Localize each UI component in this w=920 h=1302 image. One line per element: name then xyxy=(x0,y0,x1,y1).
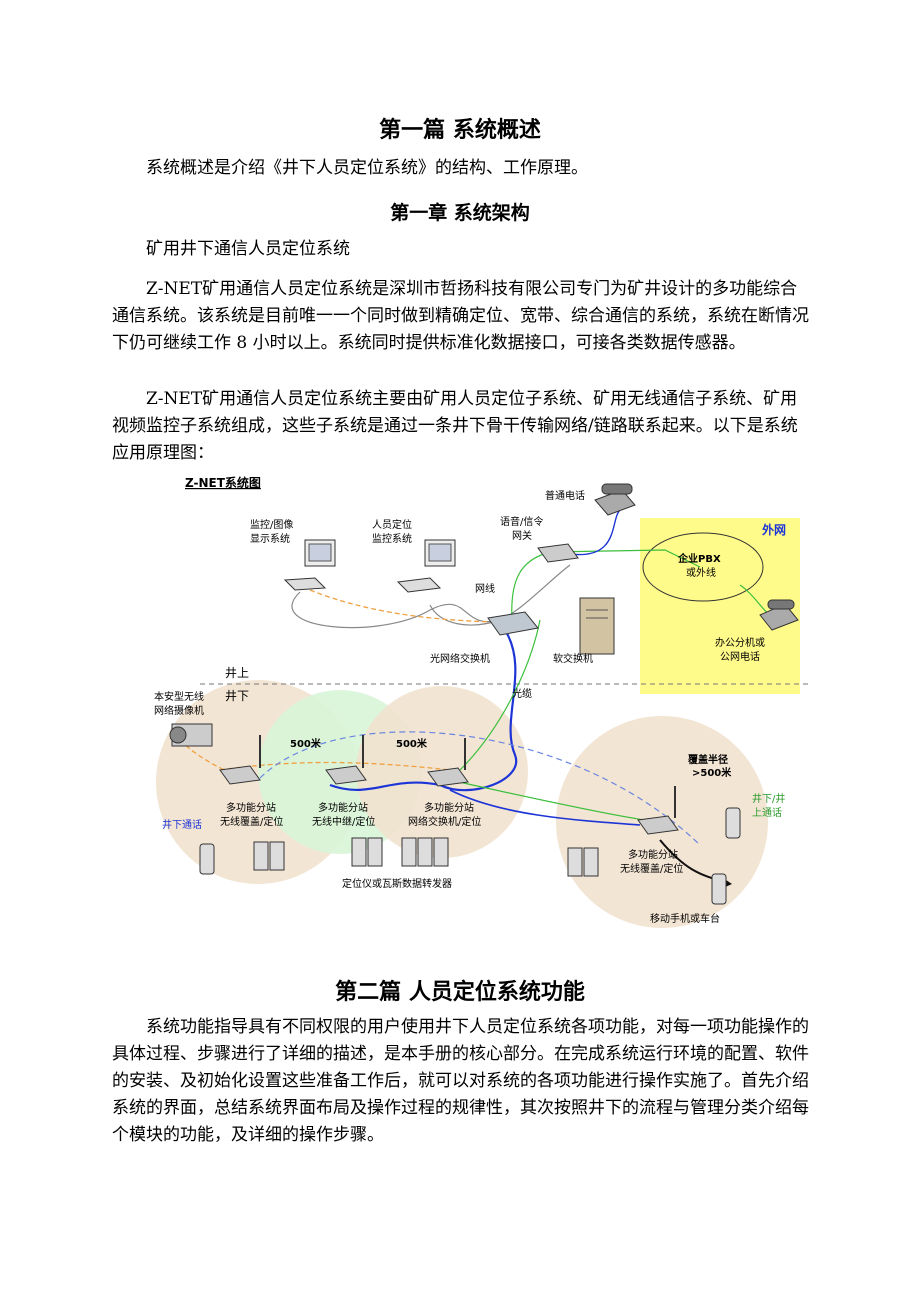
label-locators: 定位仪或瓦斯数据转发器 xyxy=(342,877,452,890)
label-external-net: 外网 xyxy=(762,522,786,537)
locator-devices-icon xyxy=(253,837,599,877)
fiber-cable-right xyxy=(449,789,641,826)
station-3-icon xyxy=(427,738,469,787)
label-fiber: 光缆 xyxy=(512,687,532,700)
label-phone: 普通电话 xyxy=(545,489,585,502)
label-office-phone-1: 办公分机或 xyxy=(715,636,765,649)
label-up-down-call-2: 上通话 xyxy=(752,807,782,819)
personnel-computer-icon xyxy=(396,539,456,593)
label-above-ground: 井上 xyxy=(225,666,249,680)
label-underground-call: 井下通话 xyxy=(162,818,202,831)
label-camera-1: 本安型无线 xyxy=(154,690,204,703)
label-station-2-a: 多功能分站 xyxy=(318,801,368,814)
station-2-icon xyxy=(325,735,367,785)
office-phone-icon xyxy=(759,599,799,631)
label-office-phone-2: 公网电话 xyxy=(720,650,760,663)
znet-system-diagram: Z-NET系统图 监控/图像 显示系统 人员定位 监控系统 普通电话 语音/信令… xyxy=(154,475,810,928)
label-optical-switch: 光网络交换机 xyxy=(430,652,490,665)
chapter1-paragraph-1: Z-NET矿用通信人员定位系统是深圳市哲扬科技有限公司专门为矿井设计的多功能综合… xyxy=(112,279,809,353)
chapter1-paragraph-2: Z-NET矿用通信人员定位系统主要由矿用人员定位子系统、矿用无线通信子系统、矿用… xyxy=(112,389,798,463)
station-4-icon xyxy=(637,786,679,835)
label-coverage-2: >500米 xyxy=(692,766,732,779)
label-monitor-display-1: 监控/图像 xyxy=(250,518,293,531)
monitor-computer-icon xyxy=(283,539,336,591)
label-station-1-a: 多功能分站 xyxy=(226,801,276,814)
label-station-4-a: 多功能分站 xyxy=(628,848,678,861)
label-mobile: 移动手机或车台 xyxy=(650,912,720,925)
label-voip-gateway-2: 网关 xyxy=(512,529,532,542)
label-pbx-2: 或外线 xyxy=(686,566,716,579)
station-1-icon xyxy=(219,735,261,785)
diagram-title: Z-NET系统图 xyxy=(185,475,261,490)
label-personnel-monitor-2: 监控系统 xyxy=(372,532,412,545)
label-station-4-b: 无线覆盖/定位 xyxy=(620,862,683,875)
orange-link-top xyxy=(309,589,496,623)
label-monitor-display-2: 显示系统 xyxy=(250,532,290,545)
label-coverage-1: 覆盖半径 xyxy=(688,753,728,766)
label-camera-2: 网络摄像机 xyxy=(154,704,204,717)
label-voip-gateway-1: 语音/信令 xyxy=(500,515,543,528)
part1-title: 第一篇 系统概述 xyxy=(379,117,541,143)
voip-gateway-icon xyxy=(537,543,579,563)
label-range-2: 500米 xyxy=(396,737,428,750)
part1-intro: 系统概述是介绍《井下人员定位系统》的结构、工作原理。 xyxy=(146,158,588,178)
label-pbx-1: 企业PBX xyxy=(677,552,721,565)
label-underground: 井下 xyxy=(225,689,249,703)
label-range-1: 500米 xyxy=(290,737,322,750)
label-station-1-b: 无线覆盖/定位 xyxy=(220,815,283,828)
label-soft-switch: 软交换机 xyxy=(553,652,593,665)
dashed-blue-arc xyxy=(259,731,701,846)
pbx-ellipse xyxy=(642,532,764,602)
label-network-line: 网线 xyxy=(475,582,495,595)
label-station-3-b: 网络交换机/定位 xyxy=(408,815,481,828)
chapter1-title: 第一章 系统架构 xyxy=(390,202,530,224)
part2-paragraph: 系统功能指导具有不同权限的用户使用井下人员定位系统各项功能，对每一项功能操作的具… xyxy=(112,1017,809,1145)
label-station-3-a: 多功能分站 xyxy=(424,801,474,814)
desk-phone-icon xyxy=(594,483,636,516)
label-up-down-call-1: 井下/井 xyxy=(752,792,785,805)
network-cable xyxy=(291,591,501,629)
green-station-link xyxy=(449,779,646,821)
mobile-phone-icons xyxy=(199,807,741,905)
optical-switch-icon xyxy=(487,611,539,636)
camera-icon xyxy=(169,723,213,747)
green-station-link-2 xyxy=(459,619,541,771)
blue-phone-link xyxy=(569,509,621,556)
chapter1-subtitle: 矿用井下通信人员定位系统 xyxy=(146,239,350,259)
label-personnel-monitor-1: 人员定位 xyxy=(372,518,412,531)
part2-title: 第二篇 人员定位系统功能 xyxy=(335,979,585,1005)
label-station-2-b: 无线中继/定位 xyxy=(312,815,375,828)
soft-switch-server-icon xyxy=(579,597,615,655)
